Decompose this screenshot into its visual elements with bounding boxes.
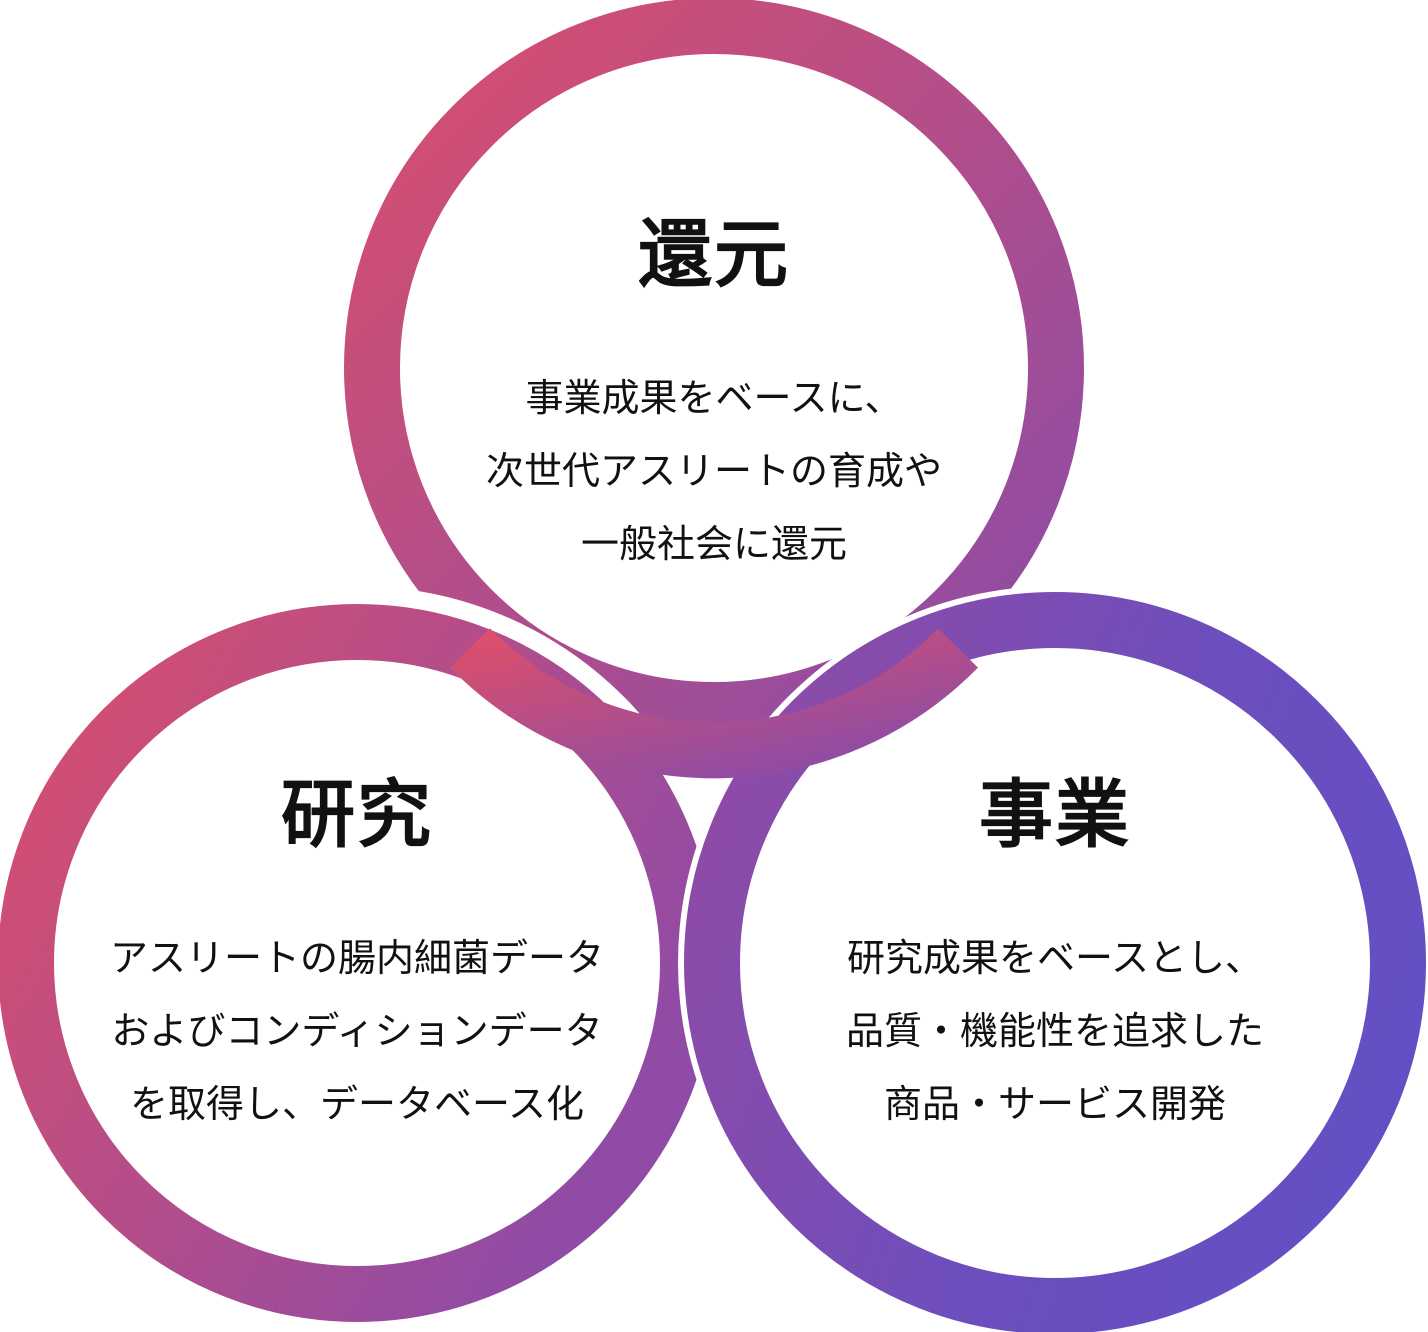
description-line: 商品・サービス開発 <box>883 1082 1226 1126</box>
circle-description-business: 研究成果をベースとし、 品質・機能性を追求した 商品・サービス開発 <box>745 922 1365 1141</box>
description-line: を取得し、データベース化 <box>129 1082 585 1126</box>
description-line: 研究成果をベースとし、 <box>846 936 1264 980</box>
ring-top-lower-arc <box>450 628 978 779</box>
ring-top <box>344 0 1084 738</box>
description-line: 一般社会に還元 <box>580 522 847 566</box>
circle-description-return: 事業成果をベースに、 次世代アスリートの育成や 一般社会に還元 <box>400 362 1028 581</box>
description-line: 事業成果をベースに、 <box>525 376 903 420</box>
circle-title-return: 還元 <box>638 212 790 298</box>
description-line: およびコンディションデータ <box>111 1009 603 1053</box>
circle-title-business: 事業 <box>979 772 1131 858</box>
description-line: アスリートの腸内細菌データ <box>109 936 604 980</box>
description-line: 品質・機能性を追求した <box>845 1009 1264 1053</box>
description-line: 次世代アスリートの育成や <box>485 449 942 493</box>
ring-right <box>684 592 1426 1332</box>
circle-description-research: アスリートの腸内細菌データ およびコンディションデータ を取得し、データベース化 <box>57 922 657 1141</box>
circle-title-research: 研究 <box>281 772 433 858</box>
